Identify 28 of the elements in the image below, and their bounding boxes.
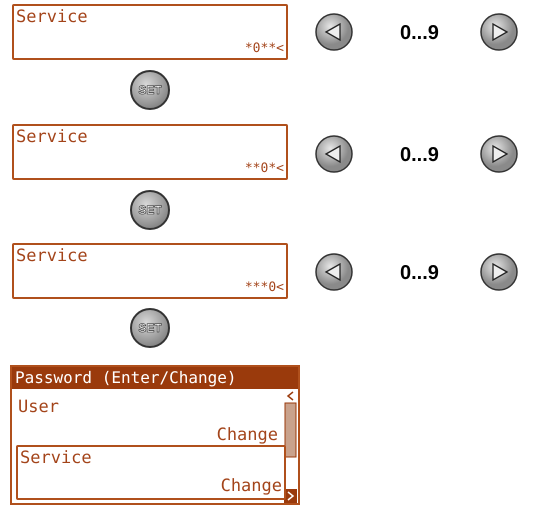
display-screen [12,4,288,60]
right-arrow-button [480,13,518,51]
display-screen [12,124,288,180]
menu-header: Password (Enter/Change) [12,367,298,389]
right-arrow-button [480,253,518,291]
menu-screen [10,365,300,505]
display-screen [12,243,288,299]
digit-entry-text: ***0< [244,281,284,294]
set-button: SET [130,70,170,110]
menu-item-text: Service [16,248,88,265]
left-arrow-button [315,253,353,291]
selected-item-box [16,445,286,500]
menu-item-text: Service [16,9,88,26]
menu-item-text: Service [16,129,88,146]
digit-range-label: 0...9 [400,144,439,167]
menu-item-text: User [18,399,59,416]
menu-item-text: Service [20,450,92,467]
menu-value-text: Change [220,478,282,495]
set-button: SET [130,190,170,230]
menu-value-text: Change [216,427,278,444]
digit-range-label: 0...9 [400,262,439,285]
digit-entry-text: **0*< [244,162,284,175]
left-arrow-button [315,135,353,173]
left-arrow-button [315,13,353,51]
digit-range-label: 0...9 [400,22,439,45]
right-arrow-button [480,135,518,173]
digit-entry-text: *0**< [244,42,284,55]
set-button: SET [130,308,170,348]
